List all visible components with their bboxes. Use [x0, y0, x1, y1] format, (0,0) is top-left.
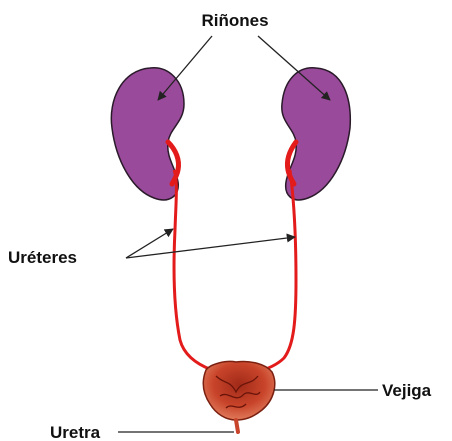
urethra-label: Uretra — [50, 423, 101, 441]
kidneys-pointer-left — [158, 36, 212, 100]
ureters-pointer-right — [126, 237, 295, 258]
ureters-label: Uréteres — [8, 248, 77, 267]
left-ureter — [174, 170, 212, 370]
kidneys-label: Riñones — [201, 11, 268, 30]
bladder-label: Vejiga — [382, 381, 432, 400]
urethra — [236, 420, 238, 432]
right-ureter — [256, 170, 296, 372]
bladder — [203, 361, 274, 420]
